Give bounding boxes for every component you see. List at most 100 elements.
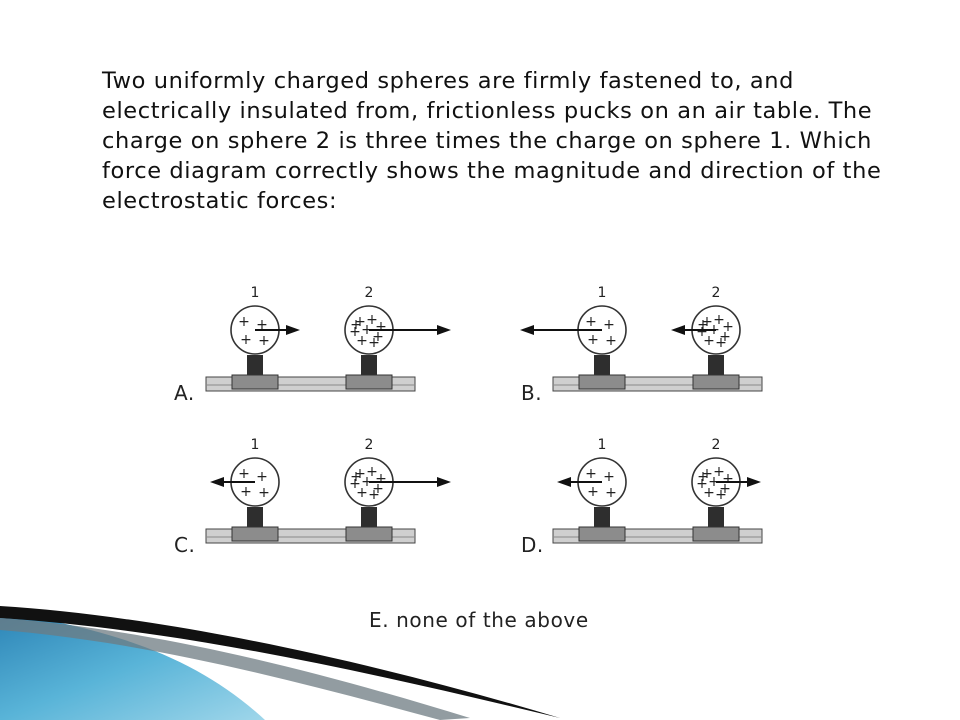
option-e-text[interactable]: E. none of the above (369, 608, 589, 632)
charge-plus: + (356, 485, 368, 501)
force-arrow-head (437, 325, 451, 335)
charge-plus: + (240, 332, 252, 348)
charge-plus: + (715, 335, 727, 351)
force-arrow-head (286, 325, 300, 335)
charge-plus: + (708, 474, 720, 490)
sphere-post (708, 507, 724, 529)
charge-plus: + (372, 481, 384, 497)
sphere-post (247, 507, 263, 529)
charge-plus: + (375, 471, 387, 487)
charge-plus: + (354, 314, 366, 330)
charge-plus: + (361, 322, 373, 338)
charge-plus: + (361, 474, 373, 490)
force-arrow-head (671, 325, 685, 335)
charge-plus: + (696, 476, 708, 492)
sphere-number-label: 1 (251, 285, 260, 301)
charge-plus: + (603, 469, 615, 485)
force-diagram: ++++1+++++++++2 (520, 285, 763, 392)
option-letter: C. (174, 533, 196, 557)
charge-plus: + (256, 469, 268, 485)
puck (578, 374, 626, 390)
charge-plus: + (349, 476, 361, 492)
swoosh-blue-band (0, 612, 265, 720)
puck (231, 526, 279, 542)
sphere-number-label: 1 (251, 437, 260, 453)
charge-plus: + (258, 485, 270, 501)
sphere-post (594, 507, 610, 529)
charge-plus: + (585, 466, 597, 482)
puck (578, 526, 626, 542)
puck (345, 374, 393, 390)
charge-plus: + (256, 317, 268, 333)
charge-plus: + (703, 485, 715, 501)
force-diagram: ++++1+++++++++2 (205, 285, 451, 392)
force-diagram: ++++1+++++++++2 (205, 437, 451, 544)
charge-plus: + (715, 487, 727, 503)
charge-plus: + (722, 471, 734, 487)
charge-plus: + (719, 481, 731, 497)
charge-plus: + (356, 333, 368, 349)
charge-plus: + (587, 332, 599, 348)
question-text: Two uniformly charged spheres are firmly… (102, 68, 882, 214)
sphere-post (361, 355, 377, 377)
charge-plus: + (238, 314, 250, 330)
force-arrow-head (210, 477, 224, 487)
charge-plus: + (703, 333, 715, 349)
force-diagram: ++++1+++++++++2 (552, 437, 763, 544)
charge-plus: + (240, 484, 252, 500)
charge-plus: + (366, 464, 378, 480)
sphere-number-label: 2 (365, 285, 374, 301)
sphere-post (361, 507, 377, 529)
sphere-number-label: 2 (712, 285, 721, 301)
charge-plus: + (713, 312, 725, 328)
option-letter: B. (521, 381, 543, 405)
swoosh-dark-band (0, 606, 560, 718)
puck (692, 374, 740, 390)
charge-plus: + (238, 466, 250, 482)
charge-plus: + (258, 333, 270, 349)
charge-plus: + (696, 324, 708, 340)
charge-plus: + (350, 469, 362, 485)
charge-plus: + (372, 329, 384, 345)
charge-plus: + (585, 314, 597, 330)
puck (345, 526, 393, 542)
force-arrow-head (520, 325, 534, 335)
charge-plus: + (701, 466, 713, 482)
sphere-post (247, 355, 263, 377)
sphere-number-label: 2 (712, 437, 721, 453)
force-arrow-head (557, 477, 571, 487)
charge-plus: + (366, 312, 378, 328)
sphere-post (594, 355, 610, 377)
charge-plus: + (719, 329, 731, 345)
puck (231, 374, 279, 390)
charge-plus: + (605, 485, 617, 501)
sphere-post (708, 355, 724, 377)
option-letter: A. (174, 381, 195, 405)
sphere-number-label: 2 (365, 437, 374, 453)
sphere-number-label: 1 (598, 285, 607, 301)
puck (692, 526, 740, 542)
charge-plus: + (697, 469, 709, 485)
force-arrow-head (747, 477, 761, 487)
charge-plus: + (713, 464, 725, 480)
charge-plus: + (354, 466, 366, 482)
charge-plus: + (697, 317, 709, 333)
charge-plus: + (603, 317, 615, 333)
charge-plus: + (605, 333, 617, 349)
charge-plus: + (701, 314, 713, 330)
charge-plus: + (722, 319, 734, 335)
option-letter: D. (521, 533, 544, 557)
charge-plus: + (587, 484, 599, 500)
charge-plus: + (368, 335, 380, 351)
swoosh-gray-band (0, 618, 470, 720)
charge-plus: + (349, 324, 361, 340)
sphere-number-label: 1 (598, 437, 607, 453)
charge-plus: + (375, 319, 387, 335)
force-arrow-head (437, 477, 451, 487)
decorative-swoosh (0, 606, 560, 720)
charge-plus: + (350, 317, 362, 333)
